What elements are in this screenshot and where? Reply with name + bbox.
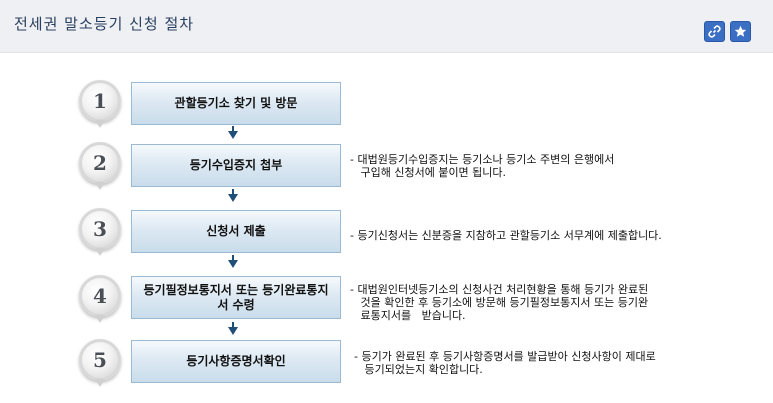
step-number: 3 (93, 217, 107, 241)
step-description: - 등기가 완료된 후 등기사항증명서를 발급받아 신청사항이 제대로 등기되었… (354, 350, 656, 376)
step-number-badge: 1 (79, 80, 121, 128)
step-description: - 대법원등기수입증지는 등기소나 등기소 주변의 은행에서 구입해 신청서에 … (350, 153, 615, 179)
step-number: 2 (93, 151, 107, 175)
flow-arrow-icon (228, 126, 238, 139)
bookmark-button[interactable] (730, 21, 751, 42)
page-header: 전세권 말소등기 신청 절차 (0, 0, 773, 53)
flow-arrow-icon (228, 255, 238, 268)
page-title: 전세권 말소등기 신청 절차 (14, 15, 195, 33)
step-number: 1 (93, 89, 107, 113)
step-box: 등기필정보통지서 또는 등기완료통지서 수령 (131, 276, 341, 319)
link-icon (708, 25, 721, 38)
step-number-badge: 2 (79, 142, 121, 190)
step-number: 5 (93, 348, 107, 372)
flow-arrow-icon (228, 322, 238, 335)
step-description: - 대법원인터넷등기소의 신청사건 처리현황을 통해 등기가 완료된 것을 확인… (350, 283, 649, 322)
star-icon (734, 25, 747, 37)
step-box: 관할등기소 찾기 및 방문 (131, 82, 341, 125)
step-box: 등기수입증지 첩부 (131, 144, 341, 187)
step-box: 등기사항증명서확인 (131, 340, 341, 383)
step-number: 4 (93, 284, 107, 308)
step-number-badge: 4 (79, 275, 121, 323)
link-button[interactable] (704, 21, 725, 42)
flow-arrow-icon (228, 189, 238, 202)
step-number-badge: 3 (79, 208, 121, 256)
step-box: 신청서 제출 (131, 210, 341, 253)
step-number-badge: 5 (79, 339, 121, 387)
step-description: - 등기신청서는 신분증을 지참하고 관할등기소 서무계에 제출합니다. (350, 229, 662, 242)
